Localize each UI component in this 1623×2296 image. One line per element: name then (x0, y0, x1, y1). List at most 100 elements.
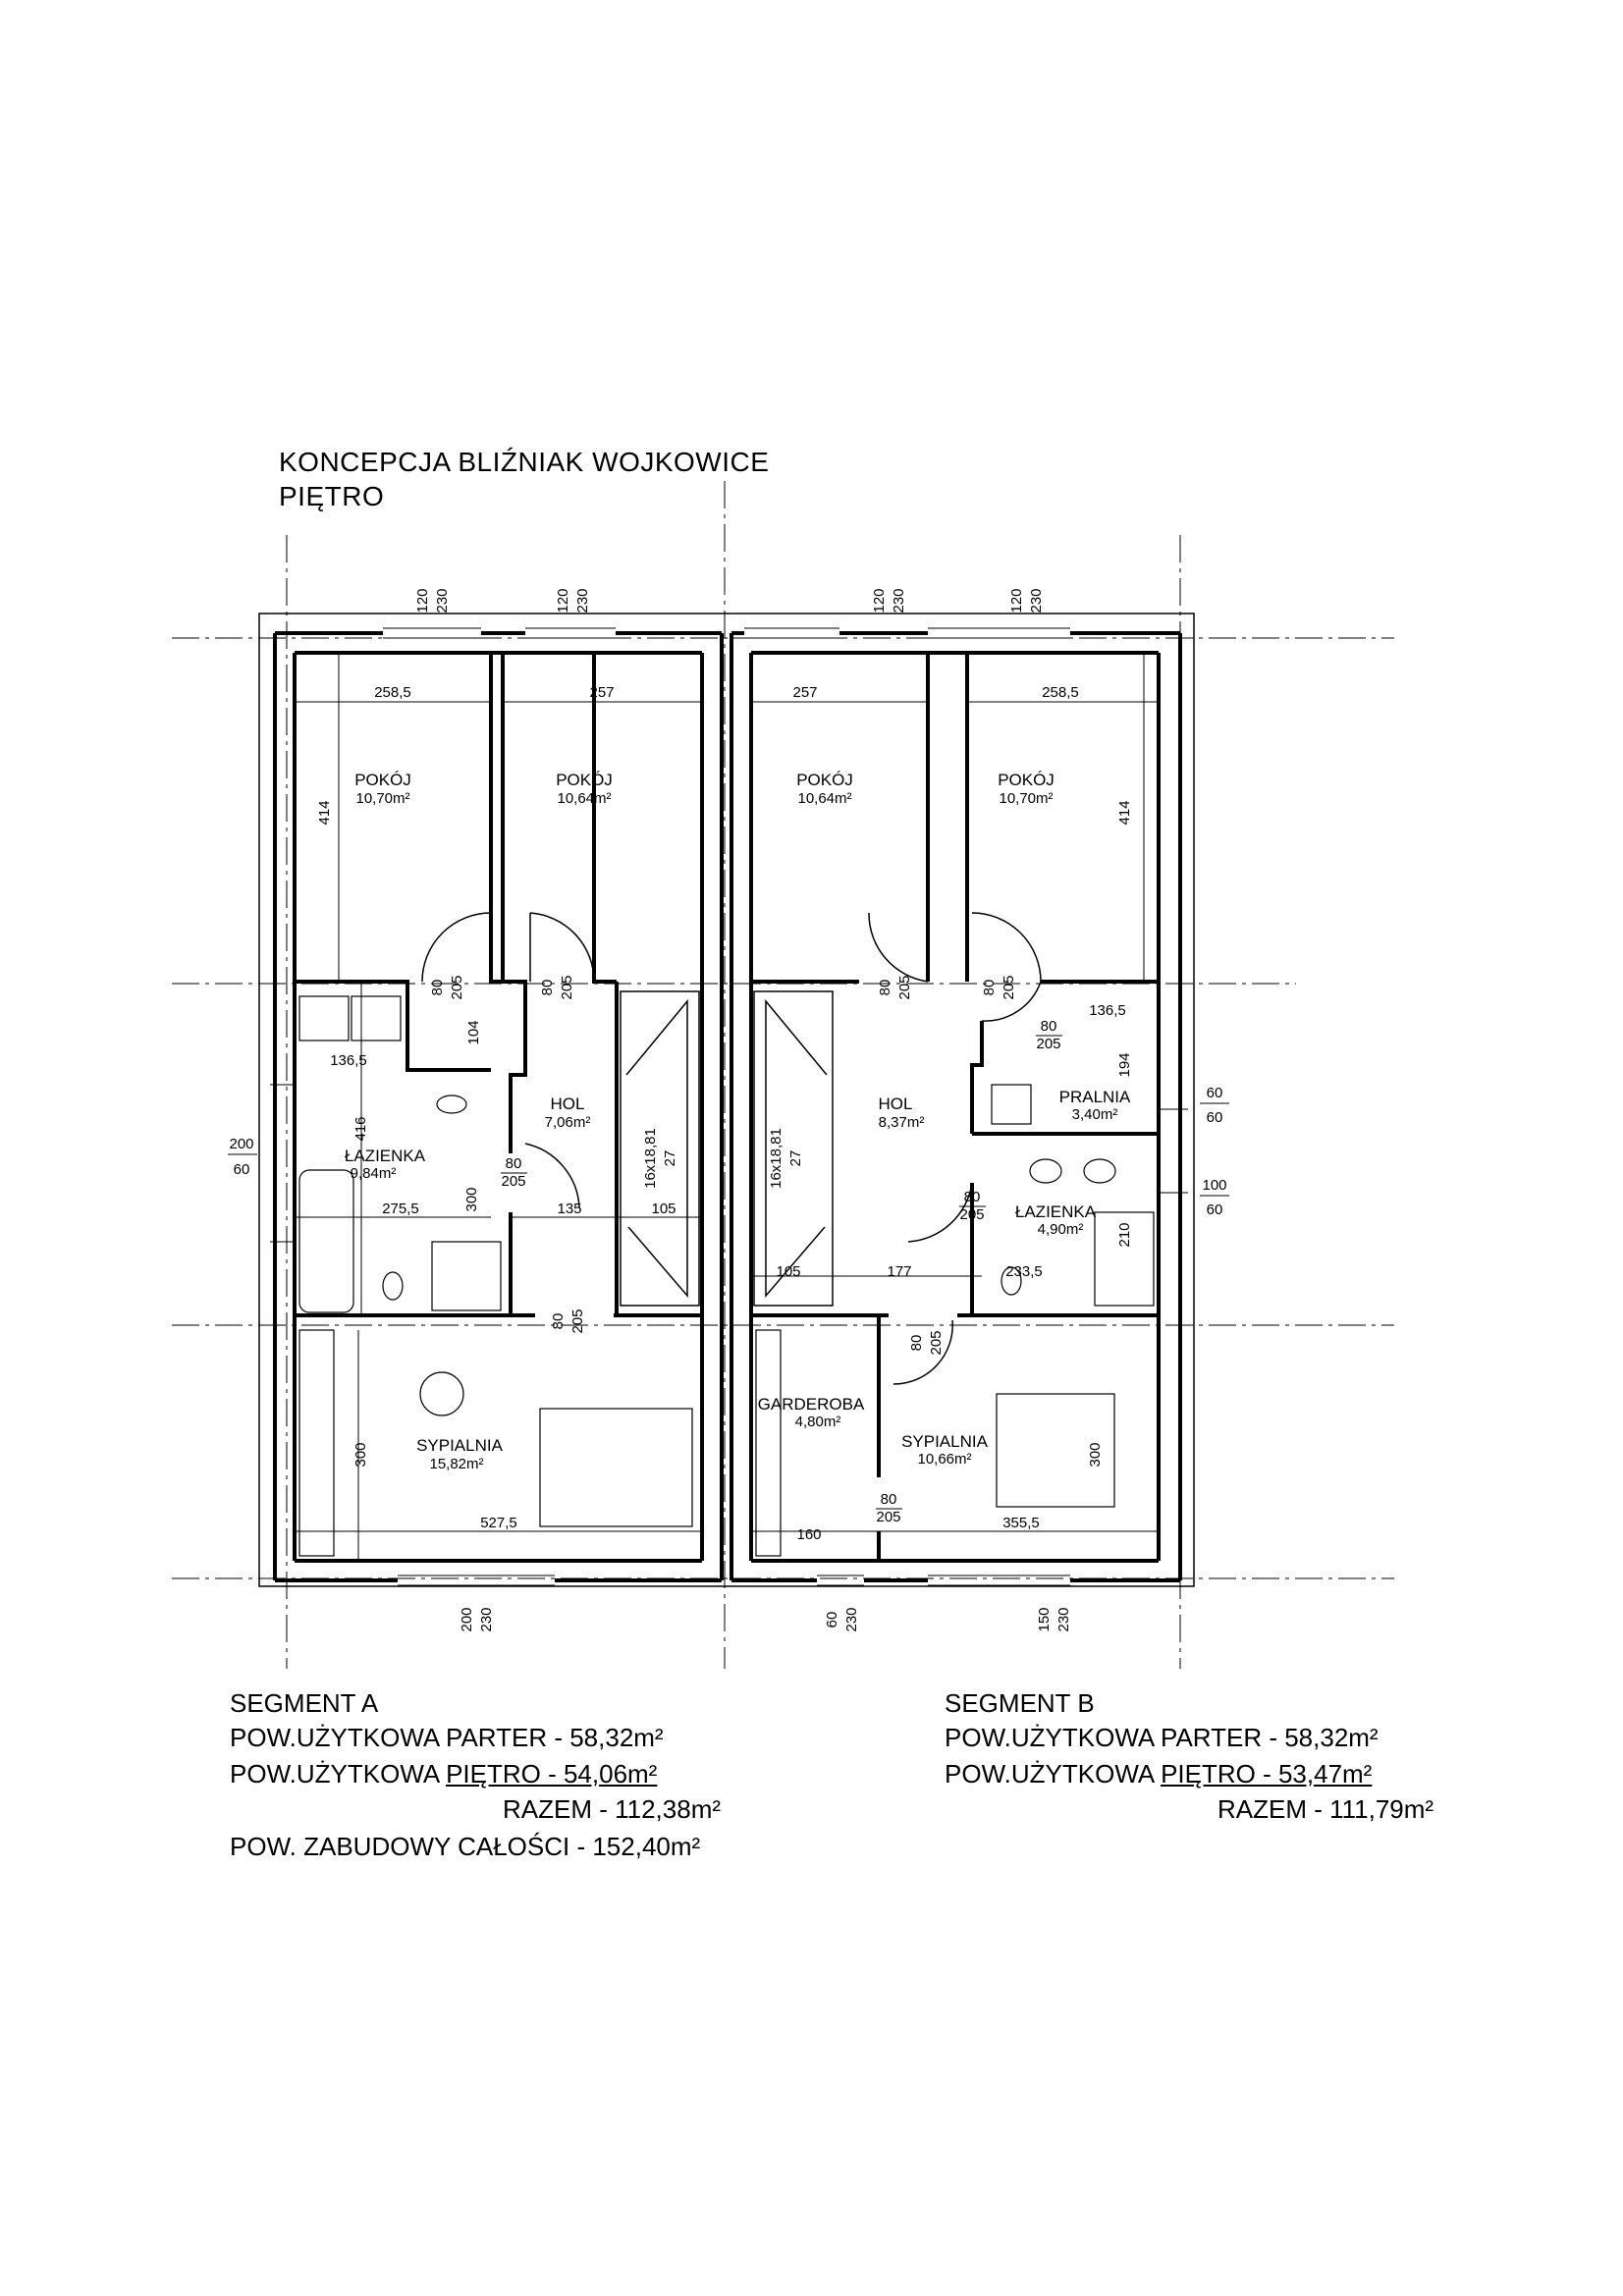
room-name-a-pokoj2: POKÓJ (556, 771, 613, 789)
dim-text: 230 (574, 588, 591, 613)
dim-text: 60 (824, 1612, 840, 1629)
dim-text: 205 (1001, 975, 1017, 999)
dim-text: 258,5 (374, 684, 411, 701)
dim-text: 230 (434, 588, 451, 613)
dim-text: 104 (465, 1020, 482, 1044)
dim-text: 300 (352, 1442, 369, 1467)
room-area-b-garderoba: 4,80m² (795, 1414, 841, 1430)
windows (270, 627, 1188, 1586)
dim-text: 275,5 (382, 1201, 419, 1217)
dim-text: 80 (964, 1189, 981, 1205)
dim-text: 355,5 (1002, 1515, 1040, 1531)
room-area-b-pokoj2: 10,70m² (999, 790, 1053, 807)
dim-text: 136,5 (1089, 1002, 1126, 1019)
dim-text: 205 (896, 975, 913, 999)
room-name-b-pralnia: PRALNIA (1059, 1088, 1131, 1106)
dim-text: 200 (229, 1136, 253, 1152)
room-name-a-lazienka: ŁAZIENKA (345, 1147, 426, 1165)
dim-text: 230 (843, 1607, 860, 1631)
dim-text: 160 (796, 1526, 821, 1543)
dim-text: 80 (550, 1313, 567, 1330)
dim-text: 416 (352, 1116, 369, 1141)
room-area-a-sypialnia: 15,82m² (429, 1456, 483, 1472)
dim-text: 150 (1036, 1607, 1053, 1631)
segment-b-title: SEGMENT B (945, 1688, 1095, 1718)
dim-text: 27 (787, 1150, 804, 1167)
room-name-b-sypialnia: SYPIALNIA (901, 1432, 989, 1451)
dim-text: 205 (501, 1173, 525, 1190)
dim-text: 205 (569, 1308, 586, 1333)
room-name-b-pokoj1: POKÓJ (796, 771, 853, 789)
dim-text: 230 (1055, 1607, 1072, 1631)
room-name-a-hol: HOL (551, 1095, 585, 1113)
dim-text: 230 (1028, 588, 1045, 613)
dim-text: 257 (589, 684, 614, 701)
segment-b-parter: POW.UŻYTKOWA PARTER - 58,32m² (945, 1723, 1379, 1752)
dim-text: 80 (506, 1155, 522, 1172)
dim-text: 230 (478, 1607, 495, 1631)
dim-text: 100 (1202, 1177, 1226, 1194)
fixtures (298, 995, 1155, 1557)
dim-text: 120 (871, 588, 888, 613)
dim-text: 414 (1116, 800, 1133, 825)
dim-text: 120 (1008, 588, 1025, 613)
room-area-b-pralnia: 3,40m² (1072, 1106, 1118, 1123)
room-area-a-lazienka: 9,84m² (351, 1165, 397, 1182)
dim-text: 105 (651, 1201, 676, 1217)
dim-text: 205 (928, 1330, 945, 1355)
dim-text: 80 (981, 980, 998, 996)
fraction-bars (228, 1035, 1229, 1510)
dim-text: 258,5 (1042, 684, 1079, 701)
room-name-b-hol: HOL (879, 1095, 913, 1113)
segment-b-razem: RAZEM - 111,79m² (1217, 1794, 1434, 1824)
dim-text: 205 (876, 1509, 900, 1525)
dim-text: 80 (429, 980, 446, 996)
dim-text: 60 (234, 1161, 250, 1178)
dim-text: 230 (891, 588, 907, 613)
dim-text: 527,5 (480, 1515, 517, 1531)
room-area-b-lazienka: 4,90m² (1038, 1221, 1084, 1238)
page-subtitle: PIĘTRO (279, 481, 385, 511)
dimension-lines (295, 653, 1159, 1561)
dim-text: 205 (559, 975, 575, 999)
dim-text: 80 (877, 980, 893, 996)
dim-text: 414 (316, 800, 333, 825)
dim-text: 80 (539, 980, 556, 996)
dim-text: 80 (908, 1335, 925, 1352)
dim-text: 135 (557, 1201, 581, 1217)
dim-text: 120 (555, 588, 571, 613)
dim-text: 120 (414, 588, 431, 613)
segment-a-title: SEGMENT A (230, 1688, 379, 1718)
dim-text: 16x18,81 (642, 1128, 659, 1189)
dim-text: 200 (459, 1607, 475, 1631)
room-area-a-pokoj2: 10,64m² (557, 790, 611, 807)
room-name-b-lazienka: ŁAZIENKA (1015, 1202, 1097, 1221)
dim-text: 105 (776, 1263, 800, 1280)
segment-a-pietro: POW.UŻYTKOWA PIĘTRO - 54,06m² (230, 1759, 658, 1789)
dim-text: 27 (662, 1150, 678, 1167)
room-area-a-hol: 7,06m² (545, 1114, 591, 1131)
dim-text: 60 (1207, 1085, 1223, 1101)
room-area-b-hol: 8,37m² (879, 1114, 925, 1131)
room-name-b-garderoba: GARDEROBA (758, 1395, 865, 1414)
dim-text: 136,5 (330, 1052, 367, 1069)
dim-text: 80 (881, 1491, 897, 1508)
stairs (620, 990, 834, 1307)
segment-a-zabudowa: POW. ZABUDOWY CAŁOŚCI - 152,40m² (230, 1832, 701, 1861)
room-area-b-sypialnia: 10,66m² (917, 1451, 971, 1468)
room-area-a-pokoj1: 10,70m² (355, 790, 409, 807)
dim-text: 60 (1207, 1109, 1223, 1126)
doors (421, 912, 1042, 1385)
segment-a-razem: RAZEM - 112,38m² (503, 1794, 722, 1824)
room-name-b-pokoj2: POKÓJ (998, 771, 1055, 789)
segment-a-parter: POW.UŻYTKOWA PARTER - 58,32m² (230, 1723, 664, 1752)
walls (273, 631, 1182, 1582)
dim-text: 60 (1207, 1201, 1223, 1218)
page-title: KONCEPCJA BLIŹNIAK WOJKOWICE (279, 447, 770, 477)
axis-lines (172, 481, 1394, 1669)
dim-text: 233,5 (1005, 1263, 1043, 1280)
dim-text: 16x18,81 (768, 1128, 784, 1189)
segment-b-pietro: POW.UŻYTKOWA PIĘTRO - 53,47m² (945, 1759, 1373, 1789)
dim-text: 210 (1116, 1222, 1133, 1247)
